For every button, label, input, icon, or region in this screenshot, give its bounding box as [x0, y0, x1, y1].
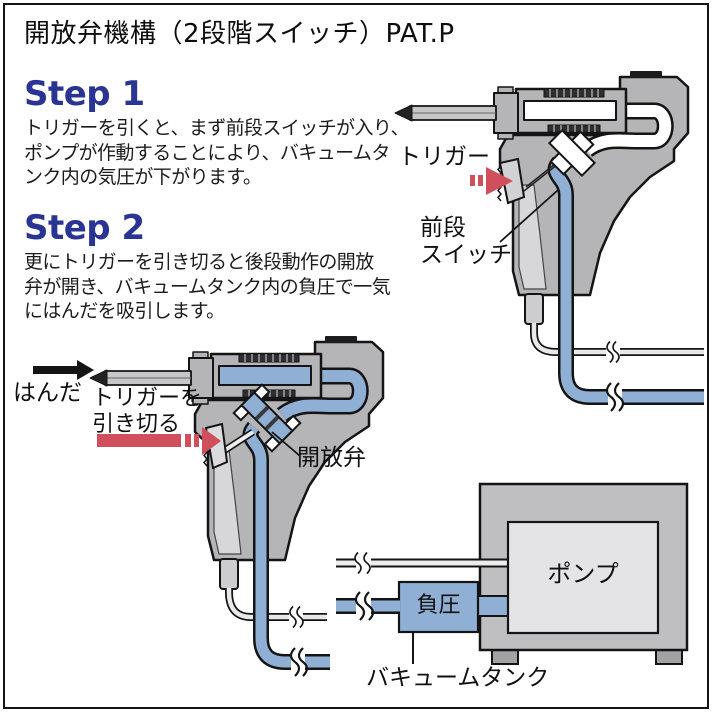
- red-arrow-trigger-icon: [470, 167, 513, 195]
- front-switch-pointer-line: [499, 189, 559, 243]
- red-arrow-pull-icon: [97, 427, 221, 455]
- step1-heading: Step 1: [24, 74, 145, 114]
- label-vacuum-tank: バキュームタンク: [366, 665, 550, 691]
- vacuum-connector: [476, 595, 510, 617]
- page-title: 開放弁機構（2段階スイッチ）PAT.P: [24, 19, 455, 49]
- label-trigger: トリガー: [398, 144, 490, 170]
- step2-heading: Step 2: [24, 208, 145, 248]
- station-diagram: [336, 482, 689, 665]
- pump-box: [506, 520, 660, 635]
- release-valve-closed: [547, 128, 597, 178]
- step1-description: トリガーを引くと、まず前段スイッチが入り、 ポンプが作動することにより、バキュー…: [24, 117, 409, 188]
- label-release-valve: 開放弁: [297, 445, 366, 471]
- label-pump: ポンプ: [547, 560, 619, 588]
- step2-description: 更にトリガーを引き切ると後段動作の開放 弁が開き、バキュームタンク内の負圧で一気…: [24, 251, 391, 322]
- black-arrow-solder-icon: [33, 360, 94, 380]
- label-pull-trigger: トリガーを 引き切る: [92, 386, 203, 437]
- label-solder: はんだ: [13, 380, 82, 406]
- label-front-switch: 前段 スイッチ: [420, 215, 512, 269]
- release-valve-pointer-line: [271, 431, 301, 457]
- gun-step1: [395, 71, 704, 413]
- release-valve-open: [232, 383, 302, 453]
- label-negative-pressure: 負圧: [416, 593, 461, 618]
